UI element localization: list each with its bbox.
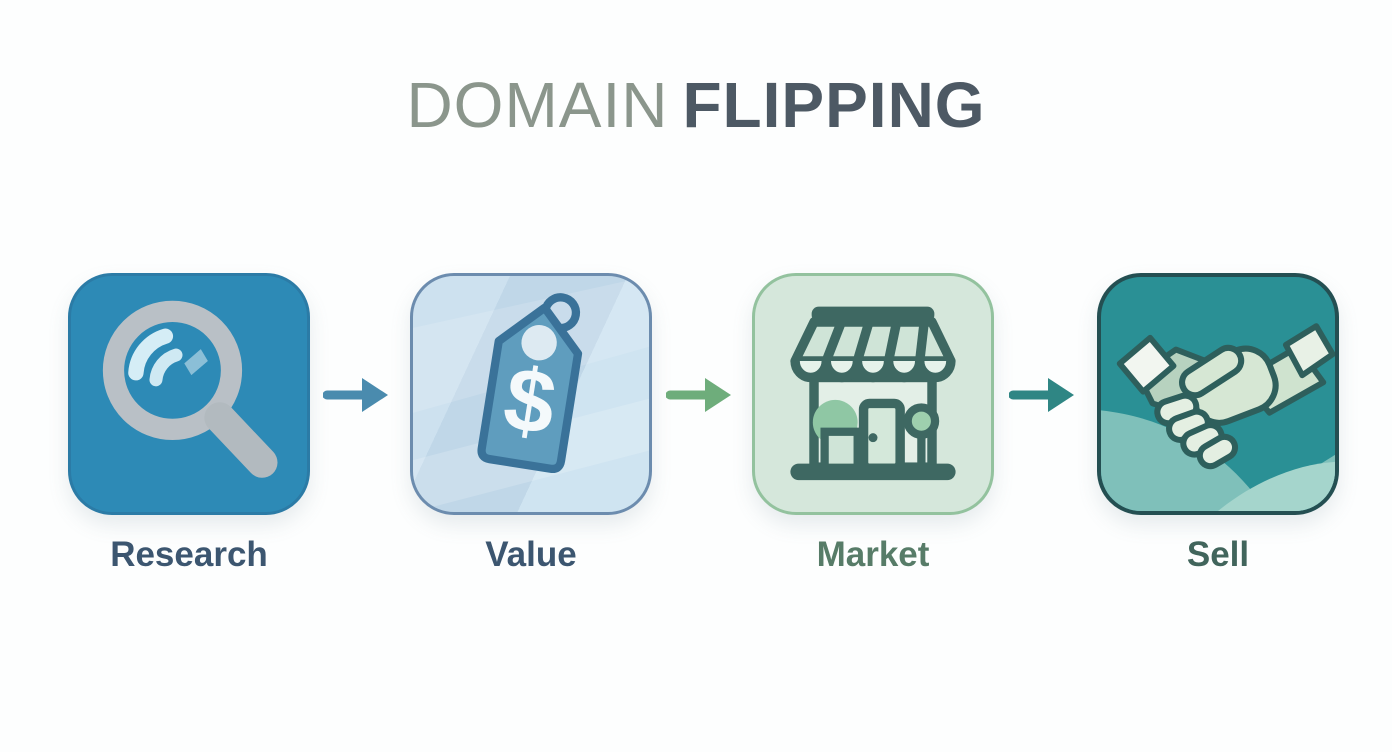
step-box-research — [68, 273, 310, 515]
magnifier-search-icon — [102, 300, 278, 478]
step-label-sell: Sell — [1186, 535, 1250, 574]
title-word-domain: DOMAIN — [406, 69, 669, 141]
step-label-research: Research — [110, 535, 268, 574]
step-box-market — [752, 273, 994, 515]
step-label-value: Value — [485, 535, 577, 574]
flow-arrow-right-icon — [666, 378, 731, 412]
title-word-flipping: FLIPPING — [682, 69, 986, 141]
handshake-icon — [1101, 323, 1335, 511]
step-box-sell — [1097, 273, 1339, 515]
price-tag-icon: $ — [413, 276, 649, 512]
storefront-icon — [790, 306, 956, 481]
step-box-value: $ — [410, 273, 652, 515]
step-label-market: Market — [816, 535, 930, 574]
flow-arrow-right-icon — [1009, 378, 1074, 412]
flow-arrow-right-icon — [323, 378, 388, 412]
